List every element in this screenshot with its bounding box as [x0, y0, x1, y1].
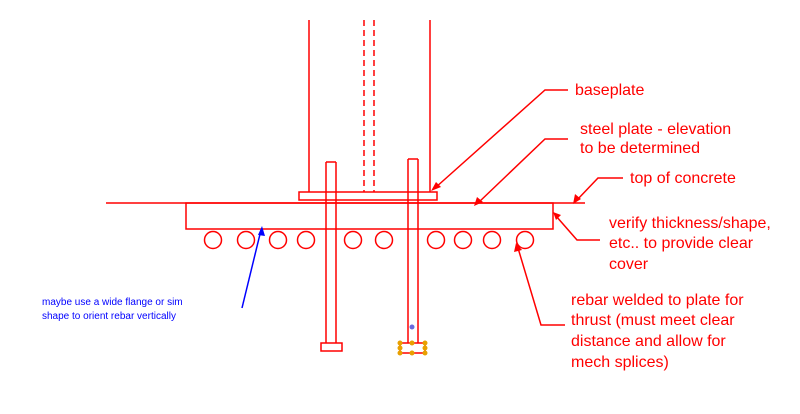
rebar [236, 230, 256, 250]
label-rebar-4: mech splices) [571, 354, 669, 371]
label-baseplate: baseplate [575, 82, 644, 99]
leader-steel-plate [477, 138, 568, 204]
arrowhead-steel-plate [474, 197, 483, 206]
label-verify-2: etc.. to provide clear [609, 235, 754, 252]
baseplate [298, 191, 438, 201]
rebar [343, 230, 363, 250]
rebar [374, 230, 394, 250]
arrowhead-baseplate [431, 182, 441, 191]
rebar [268, 230, 288, 250]
rebar [482, 230, 502, 250]
label-rebar-2: thrust (must meet clear [571, 312, 735, 329]
anchor-rod-right [399, 158, 426, 354]
leader-wide-flange [241, 229, 262, 309]
rebar [426, 230, 446, 250]
rotate-handle[interactable] [409, 324, 415, 330]
label-rebar-1: rebar welded to plate for [571, 292, 744, 309]
arrowhead-rebar-welded [514, 243, 522, 252]
label-verify-3: cover [609, 256, 649, 273]
handle-e[interactable] [422, 345, 428, 351]
label-steel-plate-1: steel plate - elevation [580, 121, 731, 138]
rebar [296, 230, 316, 250]
leader-rebar-welded [517, 247, 565, 326]
handle-n[interactable] [409, 340, 415, 346]
leader-verify-thickness [555, 215, 600, 241]
handle-ne[interactable] [422, 340, 428, 346]
label-wide-flange-1: maybe use a wide flange or sim [42, 297, 183, 308]
rebar-row [203, 230, 535, 250]
arrowhead-top-of-concrete [573, 194, 581, 204]
rebar [203, 230, 223, 250]
arrowhead-wide-flange [258, 226, 265, 236]
label-verify-1: verify thickness/shape, [609, 215, 771, 232]
arrowhead-verify-thickness [553, 212, 561, 220]
label-rebar-3: distance and allow for [571, 333, 726, 350]
selection-handles[interactable] [397, 324, 428, 356]
label-wide-flange-2: shape to orient rebar vertically [42, 311, 176, 322]
rebar [453, 230, 473, 250]
handle-nw[interactable] [397, 340, 403, 346]
embedded-steel-plate [185, 202, 554, 230]
handle-s[interactable] [409, 350, 415, 356]
steel-column [308, 20, 431, 192]
handle-w[interactable] [397, 345, 403, 351]
leader-baseplate [434, 89, 568, 189]
rebar [515, 230, 535, 250]
label-steel-plate-2: to be determined [580, 140, 700, 157]
handle-sw[interactable] [397, 350, 403, 356]
leader-top-of-concrete [576, 177, 623, 201]
handle-se[interactable] [422, 350, 428, 356]
anchor-rod-left [320, 161, 343, 352]
label-top-of-concrete: top of concrete [630, 170, 736, 187]
